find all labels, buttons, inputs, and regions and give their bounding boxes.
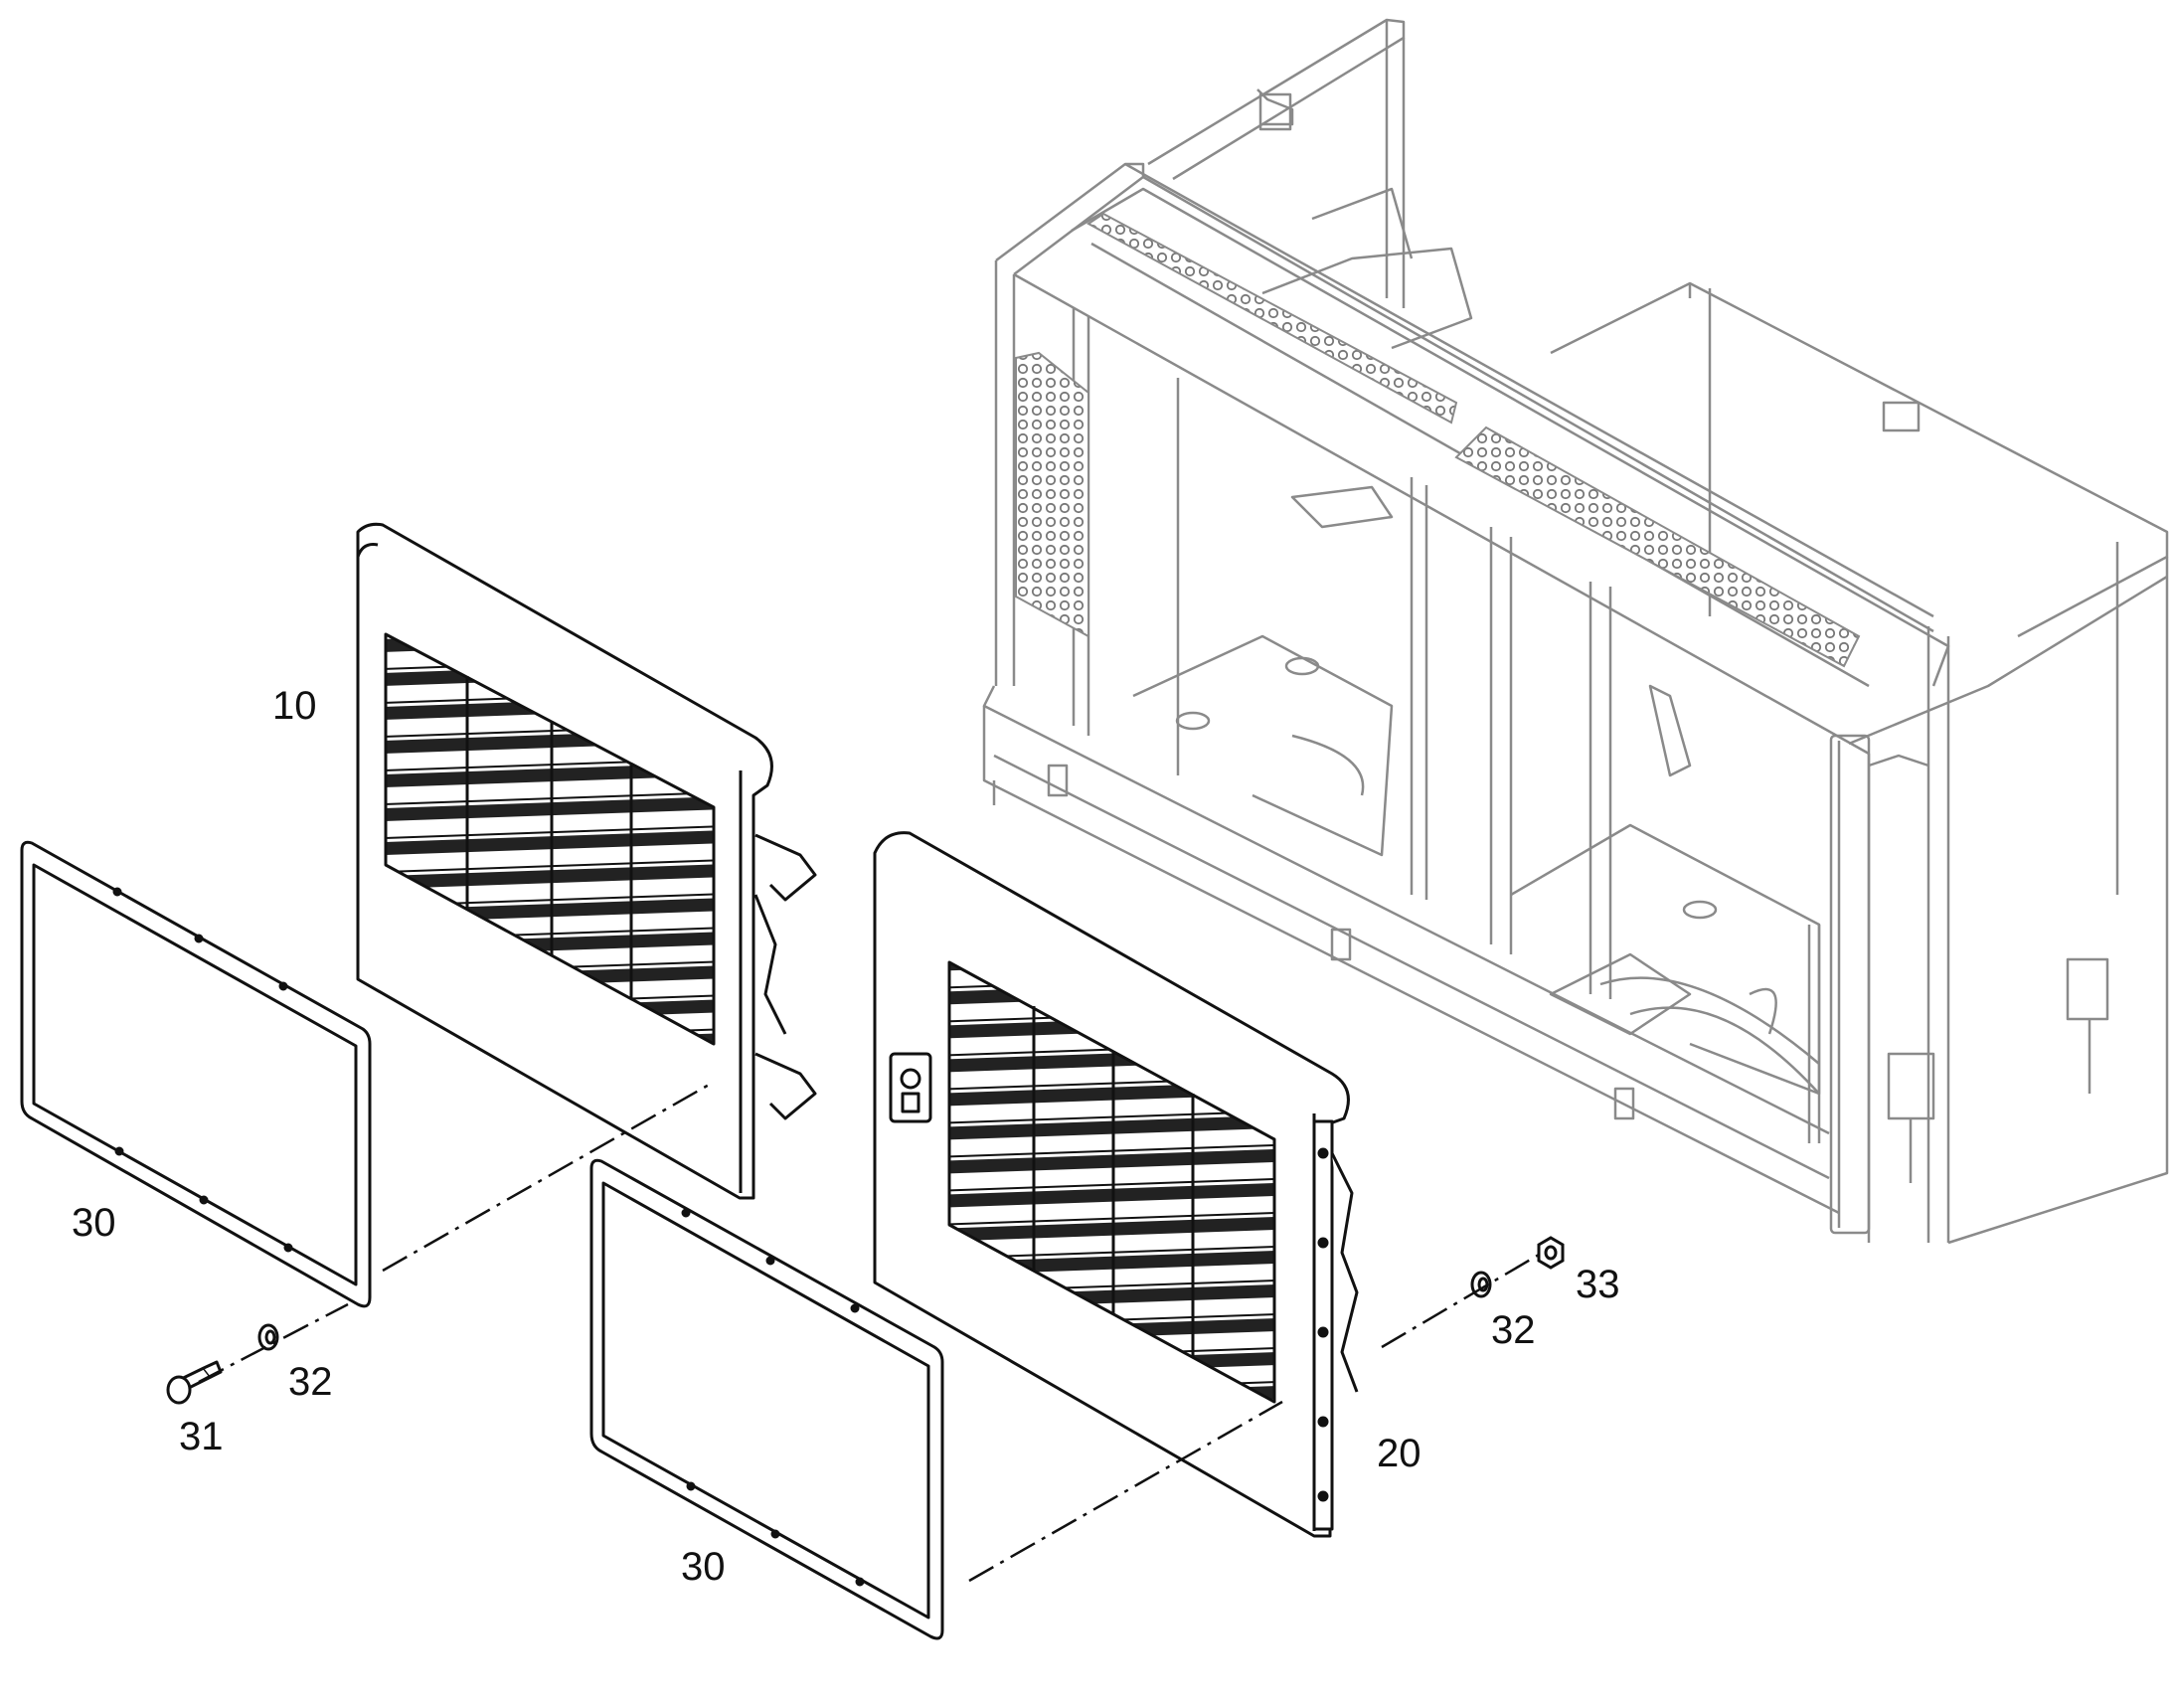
callout-31: 31	[179, 1415, 224, 1458]
gasket-30-left	[20, 840, 372, 1308]
frame-vent-side	[1015, 351, 1089, 638]
callout-10: 10	[272, 684, 317, 728]
frame-vent-lower	[1454, 426, 1861, 668]
grille-panel-10	[356, 522, 817, 1200]
callout-32-right: 32	[1491, 1308, 1536, 1352]
assembly-center-lines	[198, 1082, 1540, 1583]
callout-20: 20	[1377, 1432, 1421, 1475]
washer-32-left	[257, 1323, 279, 1351]
callout-30-center: 30	[681, 1545, 726, 1589]
gasket-30-center	[589, 1158, 944, 1640]
nut-33	[1537, 1236, 1565, 1270]
machine-frame	[982, 18, 2169, 1245]
callout-32-left: 32	[288, 1360, 333, 1404]
callout-33: 33	[1576, 1263, 1620, 1306]
grille-panel-20	[873, 831, 1359, 1538]
screw-31	[166, 1360, 223, 1405]
callout-30-left: 30	[72, 1201, 116, 1245]
frame-vent-upper	[1086, 212, 1458, 425]
